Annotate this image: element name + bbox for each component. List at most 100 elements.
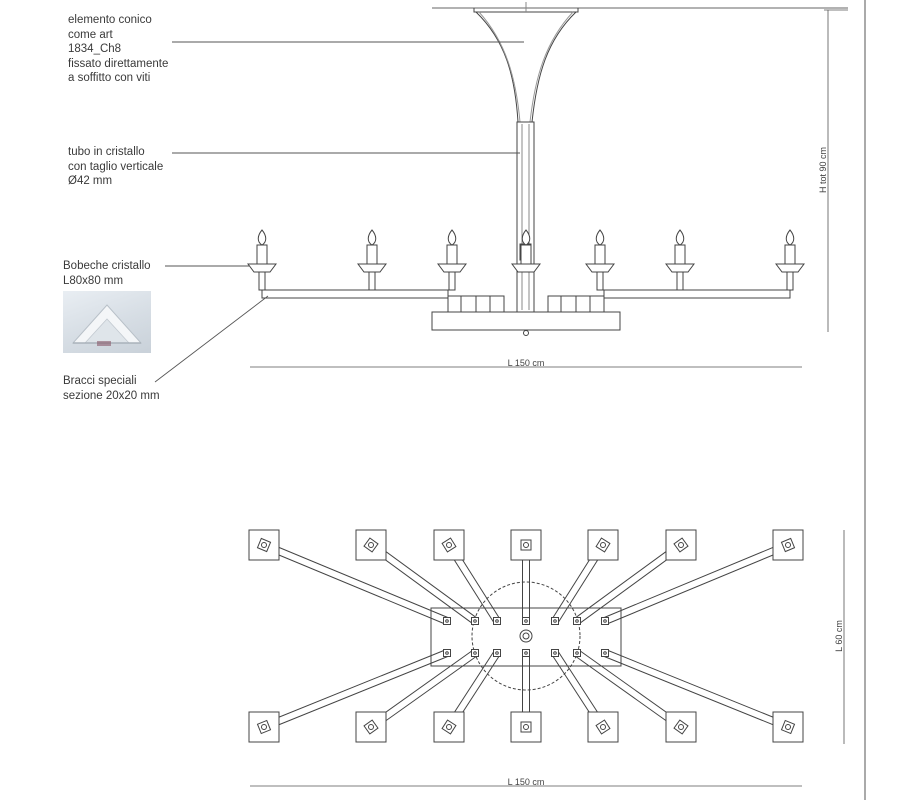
plan-arm xyxy=(551,529,619,625)
plan-arm-root-dot xyxy=(553,651,557,655)
candle-post xyxy=(368,271,376,291)
plan-candle-square xyxy=(673,719,689,735)
label-line: tubo in cristallo xyxy=(68,146,145,158)
bobeche xyxy=(511,263,541,273)
plan-arms xyxy=(248,529,804,743)
plan-arm-root xyxy=(471,617,479,625)
plan-arm-root xyxy=(471,649,479,657)
dimension-height xyxy=(824,9,848,332)
plan-bobeche xyxy=(587,529,619,561)
plan-candle-center xyxy=(678,542,684,548)
plan-arm-root-dot xyxy=(575,619,579,623)
label-line: 1834_Ch8 xyxy=(68,43,122,55)
label-arms: Bracci speciali sezione 20x20 mm xyxy=(63,374,160,403)
plan-arm-root xyxy=(601,649,609,657)
candle-sleeve xyxy=(784,244,796,265)
plan-bobeche xyxy=(772,529,804,561)
candle-sleeve xyxy=(674,244,686,265)
bobeche xyxy=(357,263,387,273)
plan-candle-square xyxy=(441,537,457,553)
bobeche xyxy=(437,263,467,273)
candle-bulb xyxy=(257,229,267,246)
dim-width-plan-label: L 150 cm xyxy=(508,777,545,787)
label-line: elemento conico xyxy=(68,14,152,26)
label-glass-tube: tubo in cristallo con taglio verticale Ø… xyxy=(68,145,163,189)
plan-view xyxy=(430,581,622,691)
candle-bulb xyxy=(367,229,377,246)
plan-arm-edge xyxy=(262,547,446,625)
candle-sleeve xyxy=(366,244,378,265)
plan-candle-square xyxy=(256,719,272,735)
dim-depth-label: L 60 cm xyxy=(834,620,844,652)
label-line: Bracci speciali xyxy=(63,375,137,387)
candle-post xyxy=(258,271,266,291)
front-candle-group xyxy=(357,229,387,291)
plan-arm xyxy=(510,529,542,625)
plan-arm-root xyxy=(522,649,530,657)
plan-candle-square xyxy=(595,537,611,553)
plan-arm-edge xyxy=(603,541,787,619)
bobeche xyxy=(775,263,805,273)
dim-width-front-label: L 150 cm xyxy=(508,358,545,368)
front-candle-group xyxy=(775,229,805,291)
candle-post xyxy=(596,271,604,291)
plan-arm-root-dot xyxy=(603,651,607,655)
plan-arm-root-dot xyxy=(575,651,579,655)
plan-arm xyxy=(355,529,479,625)
plan-arm-edge xyxy=(574,541,680,619)
plan-arm-edge xyxy=(262,649,446,725)
plan-candle-square xyxy=(363,719,379,735)
candle-bulb xyxy=(447,229,457,246)
plan-candle-square xyxy=(441,719,457,735)
candle-sleeve xyxy=(256,244,268,265)
plan-arm-root xyxy=(443,617,451,625)
front-candle-group xyxy=(437,229,467,291)
plan-candle-center xyxy=(446,724,452,730)
plan-arm-root-dot xyxy=(603,619,607,623)
plan-arm xyxy=(573,529,697,625)
label-line: sezione 20x20 mm xyxy=(63,389,160,402)
label-line: Bobeche cristallo xyxy=(63,260,151,272)
plan-candle-center xyxy=(261,542,267,548)
plan-arm-edge xyxy=(372,541,478,619)
plan-candle-center xyxy=(600,542,606,548)
plan-arm-root xyxy=(443,649,451,657)
front-candles xyxy=(247,229,805,291)
plan-base-plate xyxy=(430,607,622,667)
plan-candle-center xyxy=(261,724,267,730)
plan-arm xyxy=(433,529,501,625)
plan-candle-square xyxy=(520,539,532,551)
candle-sleeve xyxy=(520,244,532,265)
plan-arm-root-dot xyxy=(553,619,557,623)
label-line: a soffitto con viti xyxy=(68,72,151,84)
plan-arm-edge xyxy=(603,655,787,731)
bobeche xyxy=(247,263,277,273)
plan-candle-square xyxy=(595,719,611,735)
plan-arm-root-dot xyxy=(473,619,477,623)
plan-candle-center xyxy=(446,542,452,548)
plan-candle-center xyxy=(600,724,606,730)
plan-candle-square xyxy=(520,721,532,733)
plan-arm-edge xyxy=(606,649,790,725)
candle-post xyxy=(676,271,684,291)
candle-sleeve xyxy=(594,244,606,265)
plan-arm-edge xyxy=(372,655,478,731)
conical-element-inner xyxy=(478,11,574,123)
label-line: come art xyxy=(68,28,113,41)
candle-post xyxy=(786,271,794,291)
plan-arm-root xyxy=(551,649,559,657)
leader-lines xyxy=(154,41,524,383)
plan-candle-center xyxy=(523,724,529,730)
plan-arm xyxy=(551,649,619,743)
plan-arm-root xyxy=(601,617,609,625)
candle-bulb xyxy=(785,229,795,246)
candle-post xyxy=(448,271,456,291)
plan-arm xyxy=(433,649,501,743)
plan-arm-root-dot xyxy=(445,619,449,623)
conical-element xyxy=(475,11,577,123)
candle-bulb xyxy=(675,229,685,246)
plan-arm-root xyxy=(493,649,501,657)
label-line: fissato direttamente xyxy=(68,57,169,70)
plan-arm-root xyxy=(573,617,581,625)
